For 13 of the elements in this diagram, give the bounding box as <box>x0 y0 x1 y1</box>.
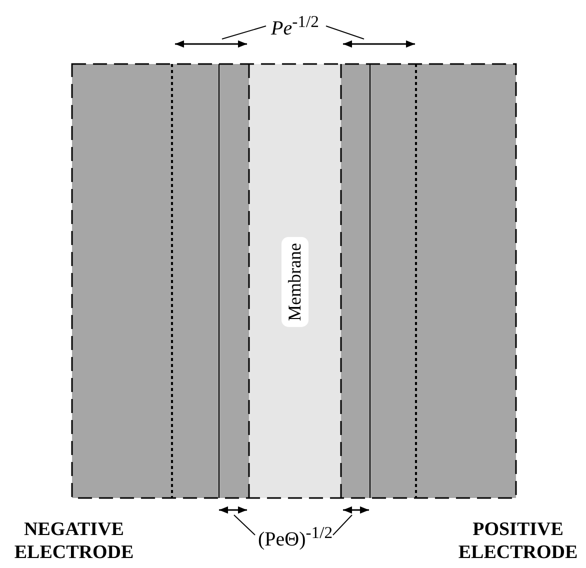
leader-line <box>326 26 364 40</box>
leader-line <box>332 514 352 536</box>
dimension-arrow <box>343 506 369 514</box>
dimension-arrow <box>219 506 247 514</box>
dimension-label: (PeΘ)$^{-1/2}$ <box>258 523 333 552</box>
dimension-arrow <box>343 40 415 48</box>
electrode-label: POSITIVE ELECTRODE <box>457 518 579 564</box>
dimension-arrow <box>175 40 247 48</box>
electrode-label: NEGATIVE ELECTRODE <box>13 518 135 564</box>
leader-line <box>222 26 266 40</box>
leader-line <box>234 514 256 536</box>
membrane-label: Membrane <box>282 237 308 327</box>
dimension-label: Pe$^{-1/2}$ <box>271 12 319 41</box>
